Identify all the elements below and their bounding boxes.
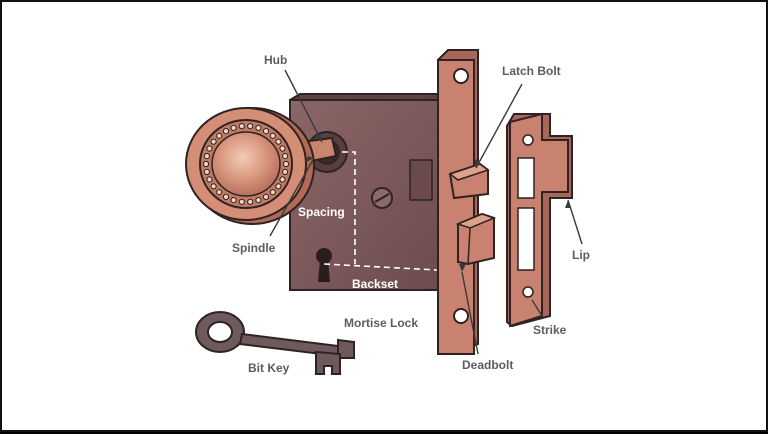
knob-bead	[210, 138, 217, 145]
knob-bead	[203, 153, 210, 160]
knob-bead	[206, 176, 213, 183]
knob-bead	[255, 124, 262, 132]
knob-bead	[202, 160, 210, 168]
label-hub: Hub	[264, 53, 287, 67]
leader-deadbolt	[461, 271, 479, 355]
knob-bead	[279, 145, 286, 152]
knob-bead	[222, 128, 230, 135]
label-backset: Backset	[352, 277, 398, 291]
label-latch-bolt: Latch Bolt	[502, 64, 561, 78]
knob-bead	[282, 168, 289, 175]
leader-lines	[269, 69, 583, 355]
leader-hub	[284, 69, 323, 143]
knob-bead	[206, 145, 213, 152]
leader-strike	[531, 299, 543, 317]
knob-bead	[262, 193, 270, 200]
deadbolt	[455, 212, 497, 266]
knob-bead	[282, 160, 290, 168]
label-spacing: Spacing	[298, 205, 345, 219]
knob-bead	[247, 198, 254, 205]
knob-bead	[203, 168, 210, 175]
keyhole-icon	[316, 248, 332, 282]
knob-bead	[275, 183, 282, 190]
knob-bead	[230, 124, 237, 132]
latch-bolt	[448, 162, 490, 200]
bit-key	[195, 311, 355, 375]
label-spindle: Spindle	[232, 241, 276, 255]
door-knob	[185, 107, 315, 225]
knob-bead	[247, 123, 254, 130]
knob-bead	[269, 132, 276, 139]
knob-bead	[222, 193, 230, 200]
knob-bead	[282, 153, 289, 160]
knob-bead	[210, 183, 217, 190]
leader-spindle	[269, 157, 315, 237]
label-strike: Strike	[533, 323, 567, 337]
label-lip: Lip	[572, 248, 590, 262]
knob-bead	[269, 189, 276, 196]
faceplate	[437, 49, 479, 355]
label-mortise-lock: Mortise Lock	[344, 316, 418, 330]
knob-bead	[255, 197, 262, 204]
knob-bead	[230, 197, 237, 204]
knob-bead	[238, 198, 245, 205]
knob-bead	[238, 123, 245, 130]
backset-guide	[323, 263, 438, 271]
spacing-guide	[342, 151, 356, 264]
leader-latch-bolt	[475, 83, 523, 169]
knob-bead	[279, 176, 286, 183]
knob-bead	[262, 128, 270, 135]
label-deadbolt: Deadbolt	[462, 358, 513, 372]
strike-plate	[506, 112, 573, 328]
knob-bead	[275, 138, 282, 145]
knob-bead	[216, 189, 223, 196]
knob-bead	[216, 132, 223, 139]
label-bit-key: Bit Key	[248, 361, 290, 375]
